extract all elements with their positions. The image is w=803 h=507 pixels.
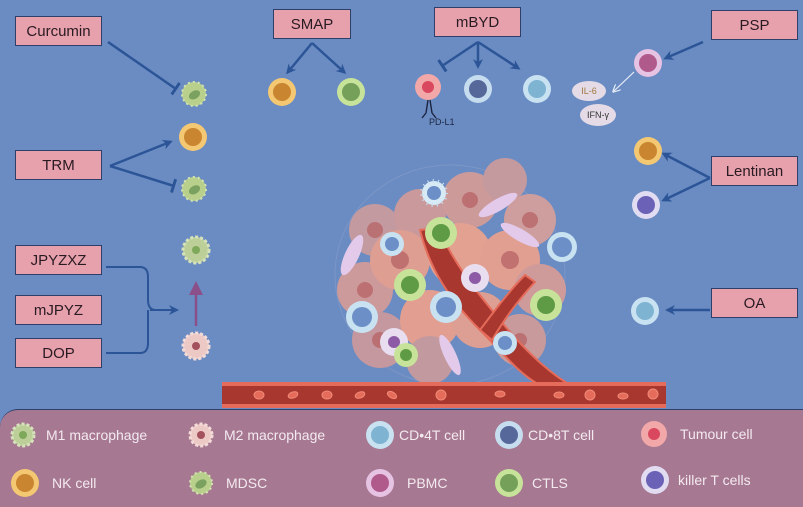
legend-label: killer T cells: [678, 472, 751, 488]
legend-item-m1-macrophage: M1 macrophage: [8, 420, 147, 450]
mdsc-icon: [181, 81, 207, 107]
m1-macrophage-icon: [181, 235, 211, 265]
legend-item-killer-t-cells: killer T cells: [640, 465, 751, 495]
killer-t-cell-icon: [632, 191, 660, 219]
legend-label: PBMC: [407, 475, 448, 491]
lentinan-killer-t-arrow: [661, 176, 711, 202]
agent-box-dop: DOP: [15, 338, 102, 368]
legend-label: M2 macrophage: [224, 427, 326, 443]
cd8-t-cell-icon: [464, 75, 492, 103]
cd4-t-cell-icon: [631, 297, 659, 325]
legend-item-m2-macrophage: M2 macrophage: [186, 420, 325, 450]
bracket-connector: [106, 266, 157, 354]
m1-macrophage-icon: [10, 422, 36, 448]
legend-label: NK cell: [52, 475, 97, 491]
ctls-icon: [337, 78, 365, 106]
legend-label: CD•8T cell: [528, 427, 595, 443]
legend-item-cd4-t-cell: CD•4T cell: [365, 420, 465, 450]
legend-item-cd8-t-cell: CD•8T cell: [494, 420, 594, 450]
ctls-icon: [495, 469, 523, 497]
il-6-cytokine: IL-6: [572, 81, 606, 101]
mbyd-inhibit-tumour-arrow: [437, 40, 479, 73]
trm-inhibit-arrow: [109, 164, 178, 193]
agent-box-lentinan: Lentinan: [711, 156, 798, 186]
nk-cell-icon: [634, 137, 662, 165]
m2-macrophage-icon: [188, 422, 214, 448]
pd-l1-label: PD-L1: [429, 117, 455, 127]
agent-box-trm: TRM: [15, 150, 102, 180]
legend-item-ctls: CTLS: [494, 468, 568, 498]
legend-label: CTLS: [532, 475, 568, 491]
pbmc-cytokine-arrow: [614, 71, 635, 91]
cd4-t-cell-icon: [523, 75, 551, 103]
legend-label: MDSC: [226, 475, 268, 491]
trm-activate-arrow: [109, 139, 173, 168]
legend-item-mdsc: MDSC: [186, 468, 267, 498]
legend-item-tumour-cell: Tumour cell: [640, 420, 753, 448]
tumour-cell-icon: [641, 421, 667, 447]
pbmc-icon: [634, 49, 662, 77]
psp-pbmc-arrow: [663, 40, 704, 60]
nk-cell-icon: [11, 469, 39, 497]
cd8-t-cell-icon: [495, 421, 523, 449]
ifn-gamma-cytokine: IFN-γ: [580, 104, 616, 126]
pbmc-icon: [366, 469, 394, 497]
nk-cell-icon: [268, 78, 296, 106]
mdsc-icon: [181, 176, 207, 202]
mdsc-icon: [189, 471, 213, 495]
m2-macrophage-icon: [181, 331, 211, 361]
mbyd-cd4-arrow: [477, 40, 521, 70]
tumour-cell-icon: [415, 74, 441, 119]
smap-ctls-arrow: [311, 42, 347, 75]
legend-panel: M1 macrophage M2 macrophage CD•4T cell C…: [0, 409, 803, 507]
agent-box-mbyd: mBYD: [434, 7, 521, 37]
legend-item-pbmc: PBMC: [365, 468, 447, 498]
legend-label: M1 macrophage: [46, 427, 148, 443]
agent-box-curcumin: Curcumin: [15, 16, 102, 46]
diagram-canvas: [106, 40, 711, 408]
agent-box-oa: OA: [711, 288, 798, 318]
agent-box-mjpyz: mJPYZ: [15, 295, 102, 325]
agent-box-psp: PSP: [711, 10, 798, 40]
tumor-mass-illustration: [334, 158, 577, 386]
cd4-t-cell-icon: [366, 421, 394, 449]
smap-nk-arrow: [286, 42, 313, 75]
curcumin-inhibit-arrow: [107, 40, 181, 96]
blood-vessel-illustration: [222, 382, 666, 408]
lentinan-nk-arrow: [661, 152, 711, 180]
killer-t-cell-icon: [641, 466, 669, 494]
legend-label: CD•4T cell: [399, 427, 466, 443]
legend-item-nk-cell: NK cell: [10, 468, 96, 498]
nk-cell-icon: [179, 123, 207, 151]
legend-label: Tumour cell: [680, 426, 753, 442]
agent-box-smap: SMAP: [273, 9, 351, 39]
agent-box-jpyzxz: JPYZXZ: [15, 245, 102, 275]
